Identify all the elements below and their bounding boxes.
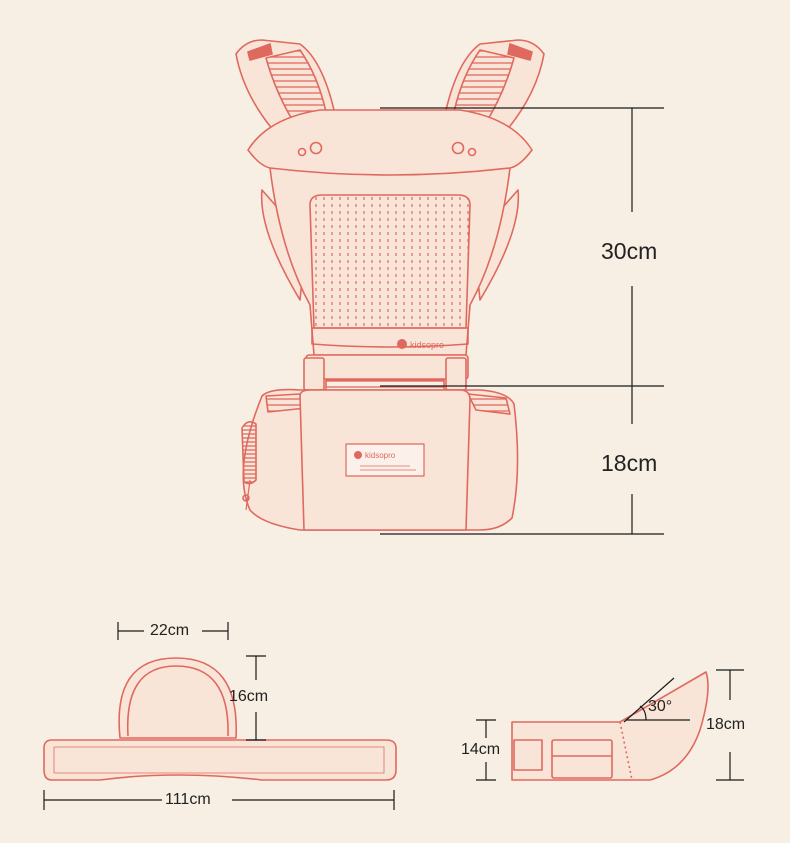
dimension-seat-side-height: 18cm — [706, 716, 746, 733]
dimension-seat-depth: 14cm — [461, 741, 501, 758]
dimension-belt-height: 16cm — [229, 688, 269, 705]
hip-seat — [241, 388, 519, 531]
main-dimension-lines — [380, 107, 664, 535]
waist-belt — [303, 354, 469, 393]
belt-illustration — [43, 657, 397, 781]
mesh-panel — [309, 194, 471, 329]
belt-dimension-lines — [43, 622, 395, 810]
dimension-belt-length: 111cm — [165, 791, 211, 808]
seat-dimension-lines — [476, 669, 744, 781]
right-strap-buckle — [507, 43, 533, 61]
seat-side-illustration — [511, 671, 709, 781]
left-strap-buckle — [247, 43, 273, 61]
panel-logo: kidsopro — [410, 340, 444, 350]
dimension-seat-height: 18cm — [601, 450, 658, 476]
seat-tag — [345, 443, 425, 477]
belt-strap — [43, 739, 397, 781]
dimension-seat-angle: 30° — [648, 698, 673, 715]
carrier-illustration — [235, 39, 545, 356]
dimension-carrier-height: 30cm — [601, 238, 658, 264]
dimension-belt-width: 22cm — [150, 622, 190, 639]
seat-pocket — [551, 739, 613, 779]
seat-tag-logo: kidsopro — [365, 451, 396, 460]
